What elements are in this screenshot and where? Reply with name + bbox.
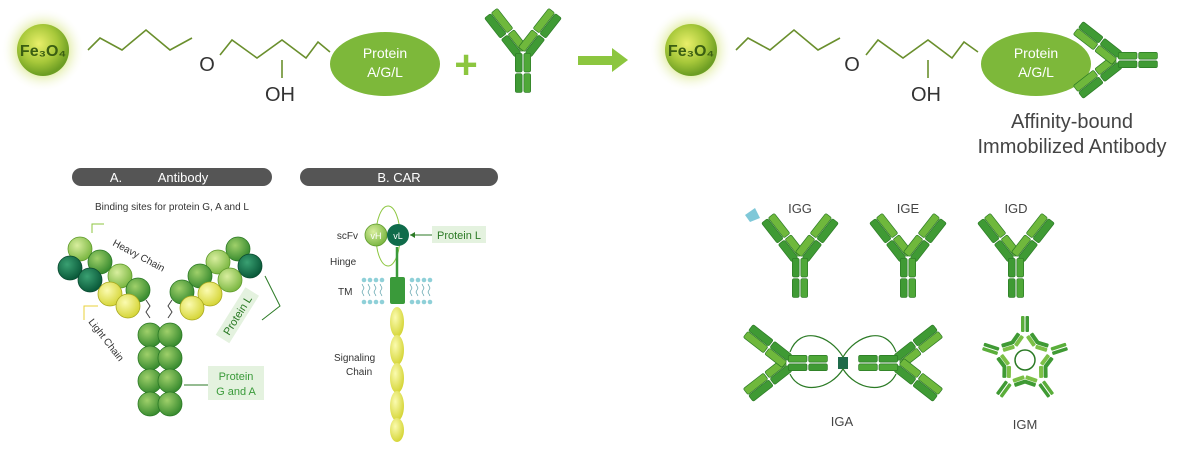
magnetic-bead-right: Fe₃O₄ [649, 8, 733, 92]
linker-chain-right [735, 28, 841, 51]
panel-b-car: B. CAR vH vL scFv Protein L Hinge TM [300, 168, 498, 442]
protein-right-line2: A/G/L [1018, 64, 1054, 80]
protein-l-box-a [215, 287, 259, 344]
isotype-panel: IGG IGE IGD IGA IGM [742, 201, 1072, 432]
protein-ga-line1: Protein [219, 371, 254, 383]
protein-left-line1: Protein [363, 45, 407, 61]
igd-label: IGD [1004, 201, 1027, 216]
signaling-label-line1: Signaling [334, 353, 375, 364]
protein-l-box-b [432, 226, 486, 243]
hydroxyl-label-right: OH [911, 84, 941, 106]
panel-a-header [72, 168, 272, 186]
panel-a-title: Antibody [158, 170, 209, 185]
igg-antibody-icon [761, 212, 839, 298]
ige-antibody-icon [869, 212, 947, 298]
oxygen-label-left: O [199, 54, 215, 76]
plus-sign: + [454, 43, 477, 87]
iga-label: IGA [831, 414, 854, 429]
antibody-fc-stem [137, 322, 183, 417]
linker-chain-left [87, 28, 193, 51]
result-label-line1: Affinity-bound [1011, 111, 1133, 133]
protein-agl-right: Protein A/G/L [981, 32, 1091, 96]
antibody-left-arm [57, 236, 151, 319]
free-antibody-icon [484, 7, 562, 93]
panel-b-title: B. CAR [377, 170, 420, 185]
magnetic-bead-left: Fe₃O₄ [1, 8, 85, 92]
panel-b-header [300, 168, 498, 186]
linker-chain-left-2 [219, 38, 331, 60]
bead-label-left: Fe₃O₄ [20, 43, 66, 60]
hinge-disulfide [145, 299, 173, 319]
panel-a-letter: A. [110, 170, 122, 185]
heavy-chain-pointer [91, 223, 104, 233]
protein-left-line2: A/G/L [367, 64, 403, 80]
hinge-label: Hinge [330, 257, 357, 268]
igg-label: IGG [788, 201, 812, 216]
reaction-arrow-icon [578, 48, 628, 72]
light-chain-label: Light Chain [86, 317, 126, 364]
tm-label: TM [338, 287, 352, 298]
reaction-scheme: Fe₃O₄ O OH Protein A/G/L + Fe₃O₄ [1, 7, 1167, 158]
result-label-line2: Immobilized Antibody [978, 136, 1167, 158]
light-chain-pointer [83, 305, 98, 320]
ige-label: IGE [897, 201, 920, 216]
protein-ga-box [208, 366, 264, 400]
cell-membrane [361, 277, 433, 305]
protein-l-label-b: Protein L [437, 230, 481, 242]
protein-ga-line2: G and A [216, 386, 256, 398]
vh-label: vH [371, 231, 382, 241]
iga-antibody-icon [742, 324, 944, 402]
protein-right-line1: Protein [1014, 45, 1058, 61]
vl-label: vL [393, 231, 403, 241]
hydroxyl-label-left: OH [265, 84, 295, 106]
igd-antibody-icon [977, 212, 1055, 298]
linker-chain-right-2 [865, 38, 979, 60]
protein-agl-left: Protein A/G/L [330, 32, 440, 96]
signaling-label-line2: Chain [346, 367, 372, 378]
igm-antibody-icon [978, 316, 1072, 405]
protein-l-pointer [261, 275, 281, 321]
tm-domain [390, 277, 405, 304]
antibody-right-arm [169, 236, 263, 321]
signaling-chain [390, 307, 404, 442]
j-chain [838, 357, 848, 369]
vl-domain [387, 224, 409, 246]
diamond-icon [745, 208, 760, 222]
igm-label: IGM [1013, 417, 1038, 432]
panel-a-subtitle: Binding sites for protein G, A and L [95, 202, 249, 213]
scfv-label: scFv [337, 231, 358, 242]
protein-l-arrowhead-b [410, 232, 415, 238]
oxygen-label-right: O [844, 54, 860, 76]
bead-label-right: Fe₃O₄ [668, 43, 714, 60]
panel-a-antibody: A. Antibody Binding sites for protein G,… [57, 168, 281, 417]
